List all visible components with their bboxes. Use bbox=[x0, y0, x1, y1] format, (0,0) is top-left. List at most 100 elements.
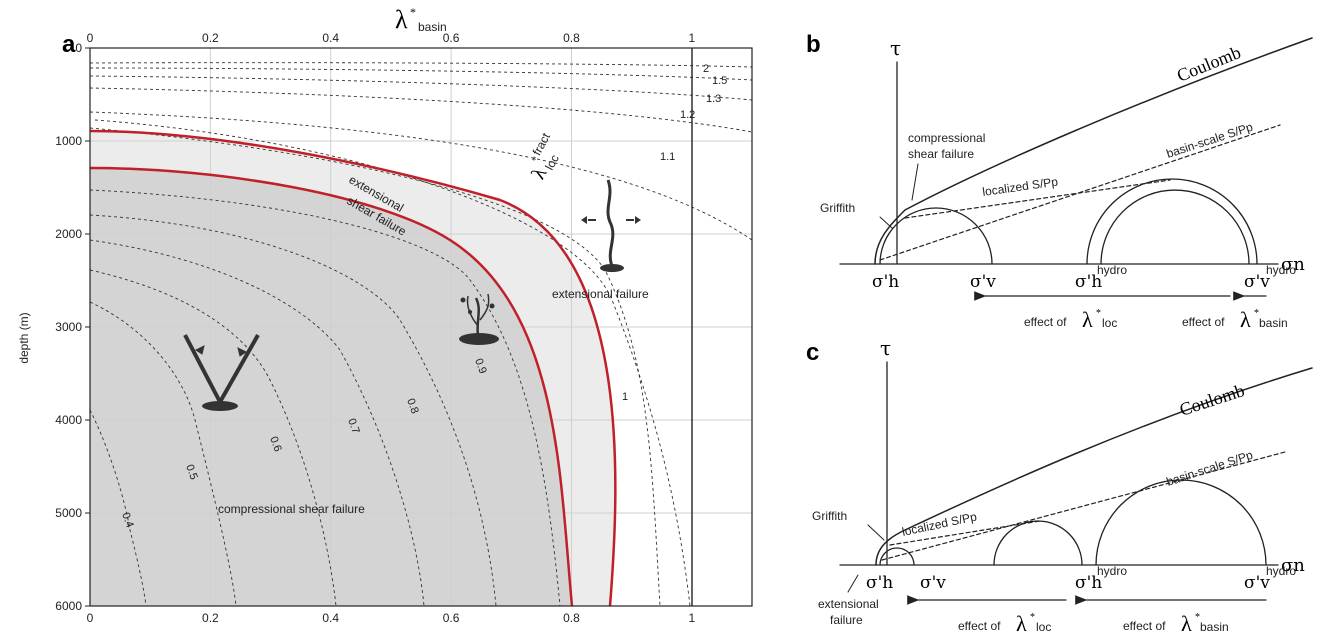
coulomb-label-c: Coulomb bbox=[1177, 380, 1247, 420]
basin-scale-label-b: basin-scale S/Pp bbox=[1165, 120, 1255, 161]
extensional-shear-icon bbox=[459, 293, 499, 345]
contour-label-0-4: 0.4 bbox=[119, 511, 136, 529]
extensional-fracture-icon bbox=[581, 179, 641, 272]
contour-0-7 bbox=[90, 239, 425, 606]
region-label-extensional: extensional failure bbox=[552, 287, 649, 301]
y-tick-6: 6000 bbox=[55, 599, 82, 613]
x-tick-bottom-3: 0.6 bbox=[443, 611, 460, 625]
sigma-h-label-b: σ'h bbox=[872, 272, 899, 292]
tau-label-c: τ bbox=[880, 336, 891, 360]
svg-text:*: * bbox=[530, 155, 542, 165]
sigma-v-hydro-label-c: σ'v bbox=[1244, 573, 1270, 593]
y-tick-2: 2000 bbox=[55, 227, 82, 241]
localized-line-b bbox=[904, 179, 1171, 219]
effect-loc-label-b: effect of bbox=[1024, 315, 1067, 329]
localized-label-b: localized S/Pp bbox=[981, 174, 1059, 198]
contour-label-0-5: 0.5 bbox=[183, 463, 200, 481]
x-tick-bottom-0: 0 bbox=[87, 611, 94, 625]
contour-label-0-6: 0.6 bbox=[267, 435, 284, 453]
sigma-h-hydro-label-b: σ'h bbox=[1075, 272, 1102, 292]
hydro-sup-v-c: hydro bbox=[1266, 564, 1296, 578]
hydro-sup-h-b: hydro bbox=[1097, 263, 1127, 277]
effect-basin-star-b: * bbox=[1254, 308, 1259, 319]
tau-label-b: τ bbox=[890, 36, 901, 60]
contour-1-3 bbox=[90, 75, 752, 101]
hydro-sup-h-c: hydro bbox=[1097, 564, 1127, 578]
effect-basin-lambda-c: λ bbox=[1181, 611, 1192, 636]
effect-loc-sub-c: loc bbox=[1036, 620, 1051, 634]
contour-1-2 bbox=[90, 87, 752, 133]
contour-0-9 bbox=[90, 189, 561, 606]
effect-loc-star-b: * bbox=[1096, 308, 1101, 319]
contour-label-1-2: 1.2 bbox=[680, 109, 695, 121]
effect-basin-label-b: effect of bbox=[1182, 315, 1225, 329]
griffith-pointer-c bbox=[867, 524, 885, 541]
mohr-circle-hydro-c bbox=[1095, 479, 1267, 566]
contours bbox=[90, 62, 752, 606]
contour-0-4 bbox=[90, 409, 147, 606]
x-tick-bottom-1: 0.2 bbox=[202, 611, 219, 625]
mohr-circle-loc-b bbox=[879, 207, 993, 265]
sigma-n-label-c: σn bbox=[1281, 555, 1305, 576]
hydro-sup-v-b: hydro bbox=[1266, 263, 1296, 277]
y-axis-label: depth (m) bbox=[17, 312, 31, 363]
region-label-compressional: compressional shear failure bbox=[218, 502, 365, 516]
effect-loc-lambda-c: λ bbox=[1016, 611, 1027, 636]
compressional-pointer-b bbox=[911, 163, 919, 201]
y-tick-0: 0 bbox=[75, 41, 82, 55]
y-tick-3: 3000 bbox=[55, 320, 82, 334]
y-tick-1: 1000 bbox=[55, 134, 82, 148]
outer-boundary-curve bbox=[90, 129, 617, 606]
effect-loc-star-c: * bbox=[1030, 612, 1035, 623]
contour-1-1 bbox=[90, 111, 752, 241]
x-tick-top-5: 1 bbox=[688, 31, 695, 45]
panel-c: c τ σn Coulomb Griffith localized S/Pp b… bbox=[806, 336, 1313, 636]
contour-2 bbox=[90, 62, 752, 68]
contour-label-0-8: 0.8 bbox=[404, 397, 421, 415]
x-tick-top-1: 0.2 bbox=[202, 31, 219, 45]
sigma-h-hydro-label-c: σ'h bbox=[1075, 573, 1102, 593]
svg-text:loc: loc bbox=[542, 152, 562, 172]
extensional-label-c-2: failure bbox=[830, 613, 863, 627]
x-tick-bottom-2: 0.4 bbox=[322, 611, 339, 625]
sigma-h-label-c: σ'h bbox=[866, 573, 893, 593]
contour-fract bbox=[94, 119, 691, 606]
basin-scale-label-c: basin-scale S/Pp bbox=[1165, 448, 1255, 489]
x-tick-bottom-4: 0.8 bbox=[563, 611, 580, 625]
mohr-circle-mid-c bbox=[993, 520, 1083, 566]
x-tick-bottom-5: 1 bbox=[688, 611, 695, 625]
top-axis-sub: basin bbox=[418, 20, 447, 34]
effect-loc-label-c: effect of bbox=[958, 619, 1001, 633]
gridlines bbox=[90, 48, 752, 606]
mohr-circle-hydro-outer-b bbox=[1086, 178, 1258, 265]
localized-line-c bbox=[889, 520, 1041, 546]
effect-basin-star-c: * bbox=[1195, 612, 1200, 623]
contour-label-1-1: 1.1 bbox=[660, 151, 675, 163]
extensional-pointer-c bbox=[847, 574, 859, 593]
sigma-n-label-b: σn bbox=[1281, 254, 1305, 275]
y-tick-5: 5000 bbox=[55, 506, 82, 520]
contour-0-5 bbox=[90, 301, 237, 606]
contour-1-5 bbox=[90, 67, 752, 81]
top-axis-star: * bbox=[410, 5, 416, 19]
compressional-label-b-1: compressional bbox=[908, 131, 985, 145]
inner-boundary-curve bbox=[90, 166, 574, 606]
effect-basin-lambda-b: λ bbox=[1240, 307, 1251, 332]
extensional-label-c-1: extensional bbox=[818, 597, 879, 611]
x-tick-top-3: 0.6 bbox=[443, 31, 460, 45]
griffith-pointer-b bbox=[879, 216, 893, 229]
panel-b: b τ σn Coulomb Griffith compressional sh… bbox=[806, 31, 1313, 332]
top-axis-symbol: λ bbox=[395, 5, 408, 34]
x-tick-top-4: 0.8 bbox=[563, 31, 580, 45]
contour-label-1-3: 1.3 bbox=[706, 93, 721, 105]
contour-label-1-5: 1.5 bbox=[712, 75, 727, 87]
x-tick-top-0: 0 bbox=[87, 31, 94, 45]
mohr-circle-loc-c bbox=[879, 547, 915, 566]
mohr-circle-hydro-inner-b bbox=[1100, 189, 1250, 265]
griffith-label-b: Griffith bbox=[820, 201, 855, 215]
failure-envelope-b bbox=[874, 37, 1313, 265]
sigma-v-hydro-label-b: σ'v bbox=[1244, 272, 1270, 292]
axis-ticks: 000.20.20.40.40.60.60.80.811010002000300… bbox=[55, 31, 695, 625]
basin-scale-line-c bbox=[881, 451, 1286, 561]
